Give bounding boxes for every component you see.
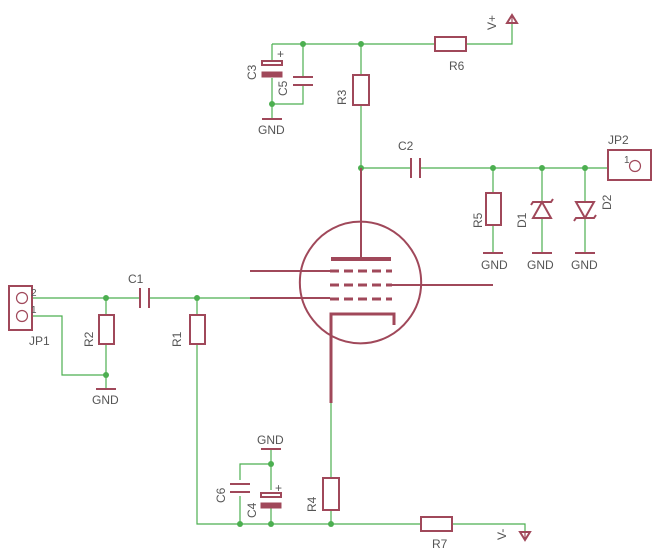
c5-capacitor: C5 (276, 76, 313, 96)
vplus-supply-symbol: V+ (485, 13, 519, 30)
wires (32, 24, 608, 532)
vminus-bottom-label: V- (495, 529, 509, 540)
c2-capacitor: C2 (398, 139, 421, 178)
c3-plus-sign: + (277, 47, 284, 61)
vacuum-tube-pentode (250, 168, 493, 403)
jp1-pin1-label: 1 (31, 305, 37, 316)
gnd-d1-label: GND (527, 258, 554, 272)
c4-label: C4 (245, 502, 259, 518)
r5-label: R5 (471, 212, 485, 228)
c5-label: C5 (276, 80, 290, 96)
gnd-symbol-d2: GND (571, 252, 598, 272)
r4-label: R4 (305, 496, 319, 512)
r3-label: R3 (335, 89, 349, 105)
r7-label: R7 (432, 537, 448, 551)
c4-plus-sign: + (275, 481, 282, 495)
gnd-symbol-mid: GND (257, 433, 284, 450)
r2-label: R2 (82, 331, 96, 347)
c3-label: C3 (245, 64, 259, 80)
c4-capacitor: + C4 (245, 481, 282, 518)
r3-resistor: R3 (335, 74, 370, 106)
r5-resistor: R5 (471, 192, 502, 228)
c1-capacitor: C1 (128, 272, 150, 308)
d1-label: D1 (515, 212, 529, 228)
gnd-d2-label: GND (571, 258, 598, 272)
gnd-top-label: GND (258, 123, 285, 137)
jp1-connector: 2 1 JP1 (8, 285, 50, 348)
c2-label: C2 (398, 139, 414, 153)
gnd-mid-label: GND (257, 433, 284, 447)
c3-capacitor: + C3 (245, 47, 284, 80)
r7-resistor: R7 (420, 516, 453, 551)
d2-label: D2 (600, 194, 614, 210)
c1-label: C1 (128, 272, 144, 286)
jp1-label: JP1 (29, 334, 50, 348)
r2-resistor: R2 (82, 314, 115, 347)
c6-capacitor: C6 (214, 483, 250, 503)
gnd-r2-label: GND (92, 393, 119, 407)
jp2-pin1-label: 1 (624, 155, 630, 166)
r6-resistor: R6 (434, 36, 467, 73)
gnd-r5-label: GND (481, 258, 508, 272)
gnd-symbol-top: GND (258, 118, 285, 137)
r1-label: R1 (170, 331, 184, 347)
jp1-pin2-label: 2 (31, 288, 37, 299)
jp2-label: JP2 (608, 133, 629, 147)
r6-label: R6 (449, 59, 465, 73)
r4-resistor: R4 (305, 477, 340, 512)
r1-resistor: R1 (170, 314, 206, 347)
vminus-supply-symbol: V- (495, 529, 532, 542)
gnd-symbol-d1: GND (527, 252, 554, 272)
jp2-connector: 1 JP2 (607, 133, 652, 181)
vplus-top-label: V+ (485, 15, 499, 30)
gnd-symbol-r2: GND (92, 388, 119, 407)
d1-zener-diode: D1 (515, 198, 554, 228)
gnd-symbol-r5: GND (481, 252, 508, 272)
d2-zener-diode: D2 (573, 194, 614, 222)
c6-label: C6 (214, 487, 228, 503)
